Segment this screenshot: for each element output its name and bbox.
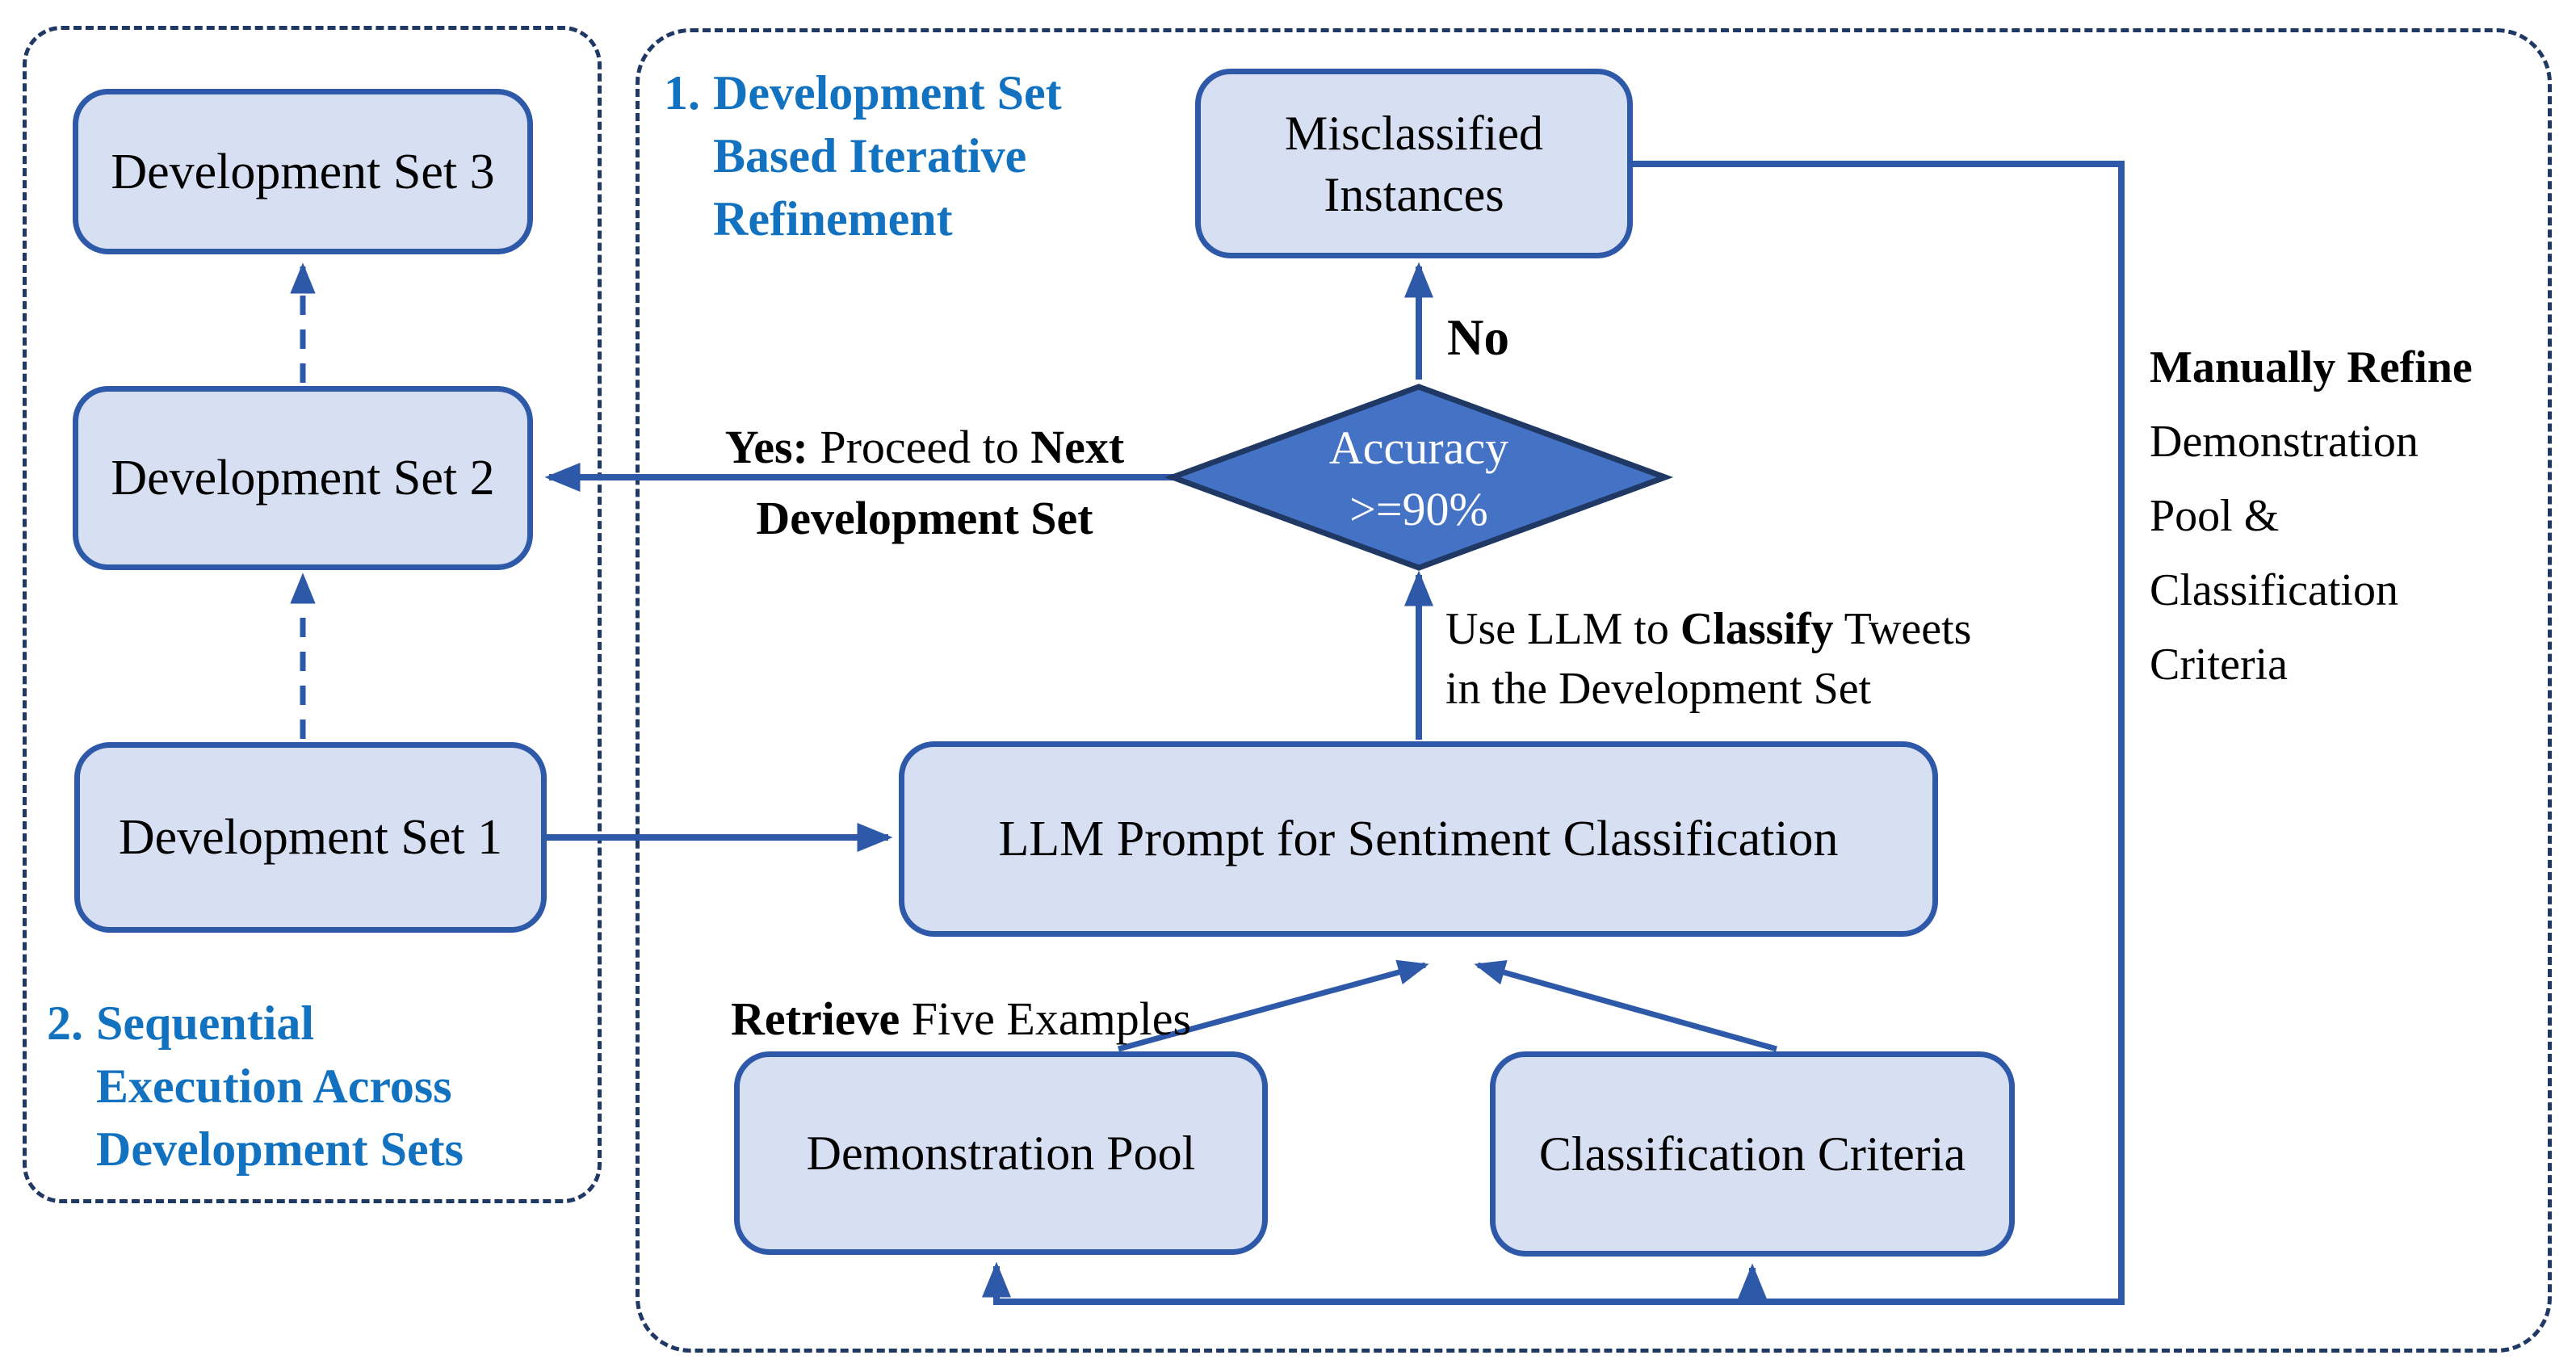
caption-2-number: 2. — [47, 996, 83, 1050]
demonstration-pool-box: Demonstration Pool — [734, 1051, 1268, 1255]
use-llm-line2: in the Development Set — [1445, 664, 1872, 714]
yes-branch-label-line1: Yes: Proceed to Next — [690, 420, 1159, 474]
development-set-1-label: Development Set 1 — [118, 810, 503, 865]
caption-2-line1: Sequential — [96, 996, 315, 1050]
manual-refine-line1: Manually Refine — [2150, 330, 2570, 405]
no-branch-label: No — [1447, 309, 1509, 366]
classification-criteria-box: Classification Criteria — [1490, 1051, 2015, 1257]
heading-1-line2: Based Iterative — [713, 129, 1027, 183]
accuracy-line2: >=90% — [1349, 483, 1488, 535]
decision-diamond — [1164, 384, 1674, 571]
accuracy-line1: Accuracy — [1328, 422, 1509, 474]
demo-pool-to-llm-arrow — [1118, 959, 1429, 1052]
heading-1-line3: Refinement — [713, 192, 953, 245]
retrieve-caption: Retrieve Five Examples — [731, 992, 1191, 1046]
manual-refine-bold: Manually Refine — [2150, 342, 2473, 392]
retrieve-bold: Retrieve — [731, 992, 900, 1045]
accuracy-decision-label: Accuracy >=90% — [1173, 417, 1665, 540]
manually-refine-caption: Manually Refine Demonstration Pool & Cla… — [2150, 330, 2570, 702]
retrieve-normal: Five Examples — [900, 992, 1192, 1045]
yes-normal: Proceed to — [808, 421, 1031, 473]
manual-refine-line3: Pool & — [2150, 491, 2280, 541]
caption-2-line3: Development Sets — [96, 1122, 464, 1176]
demonstration-pool-label: Demonstration Pool — [806, 1127, 1196, 1180]
misclassified-line1: Misclassified — [1285, 106, 1543, 160]
yes-bold: Yes: — [724, 421, 808, 473]
iterative-refinement-panel — [636, 28, 2552, 1353]
use-llm-line1: Use LLM to Classify Tweets — [1445, 599, 1971, 659]
development-set-2-box: Development Set 2 — [73, 386, 533, 570]
use-llm-normal1: Use LLM to — [1445, 604, 1680, 654]
use-llm-classify-bold: Classify — [1680, 604, 1834, 654]
yes-branch-label-line2: Development Set — [756, 492, 1093, 544]
heading-1-line1: Development Set — [713, 66, 1062, 120]
development-set-3-box: Development Set 3 — [73, 89, 533, 254]
yes-next-bold: Next — [1030, 421, 1125, 473]
use-llm-normal2: Tweets — [1833, 604, 1972, 654]
llm-prompt-label: LLM Prompt for Sentiment Classification — [998, 812, 1839, 866]
manual-refine-line2: Demonstration — [2150, 417, 2419, 467]
manual-refine-line5: Criteria — [2150, 640, 2289, 690]
misclassified-line2: Instances — [1324, 167, 1504, 221]
heading-1-lines: Development Set Based Iterative Refineme… — [713, 61, 1062, 250]
heading-1-number: 1. — [664, 66, 700, 120]
development-set-1-box: Development Set 1 — [74, 742, 547, 933]
classification-criteria-label: Classification Criteria — [1538, 1127, 1966, 1181]
use-llm-caption: Use LLM to Classify Tweets in the Develo… — [1445, 599, 1971, 719]
llm-prompt-box: LLM Prompt for Sentiment Classification — [899, 741, 1938, 937]
criteria-to-llm-arrow — [1474, 959, 1777, 1052]
caption-2-line2: Execution Across — [96, 1059, 452, 1113]
misclassified-instances-box: Misclassified Instances — [1195, 69, 1633, 258]
sequential-execution-panel — [23, 26, 602, 1203]
manual-refine-line4: Classification — [2150, 565, 2398, 615]
development-set-3-label: Development Set 3 — [111, 144, 495, 199]
heading-iterative-refinement: 1. Development Set Based Iterative Refin… — [664, 61, 1062, 250]
caption-2-lines: Sequential Execution Across Development … — [96, 992, 464, 1181]
development-set-2-label: Development Set 2 — [111, 451, 495, 506]
refine-loop-line — [982, 161, 2125, 1305]
caption-sequential-execution: 2. Sequential Execution Across Developme… — [47, 992, 464, 1181]
